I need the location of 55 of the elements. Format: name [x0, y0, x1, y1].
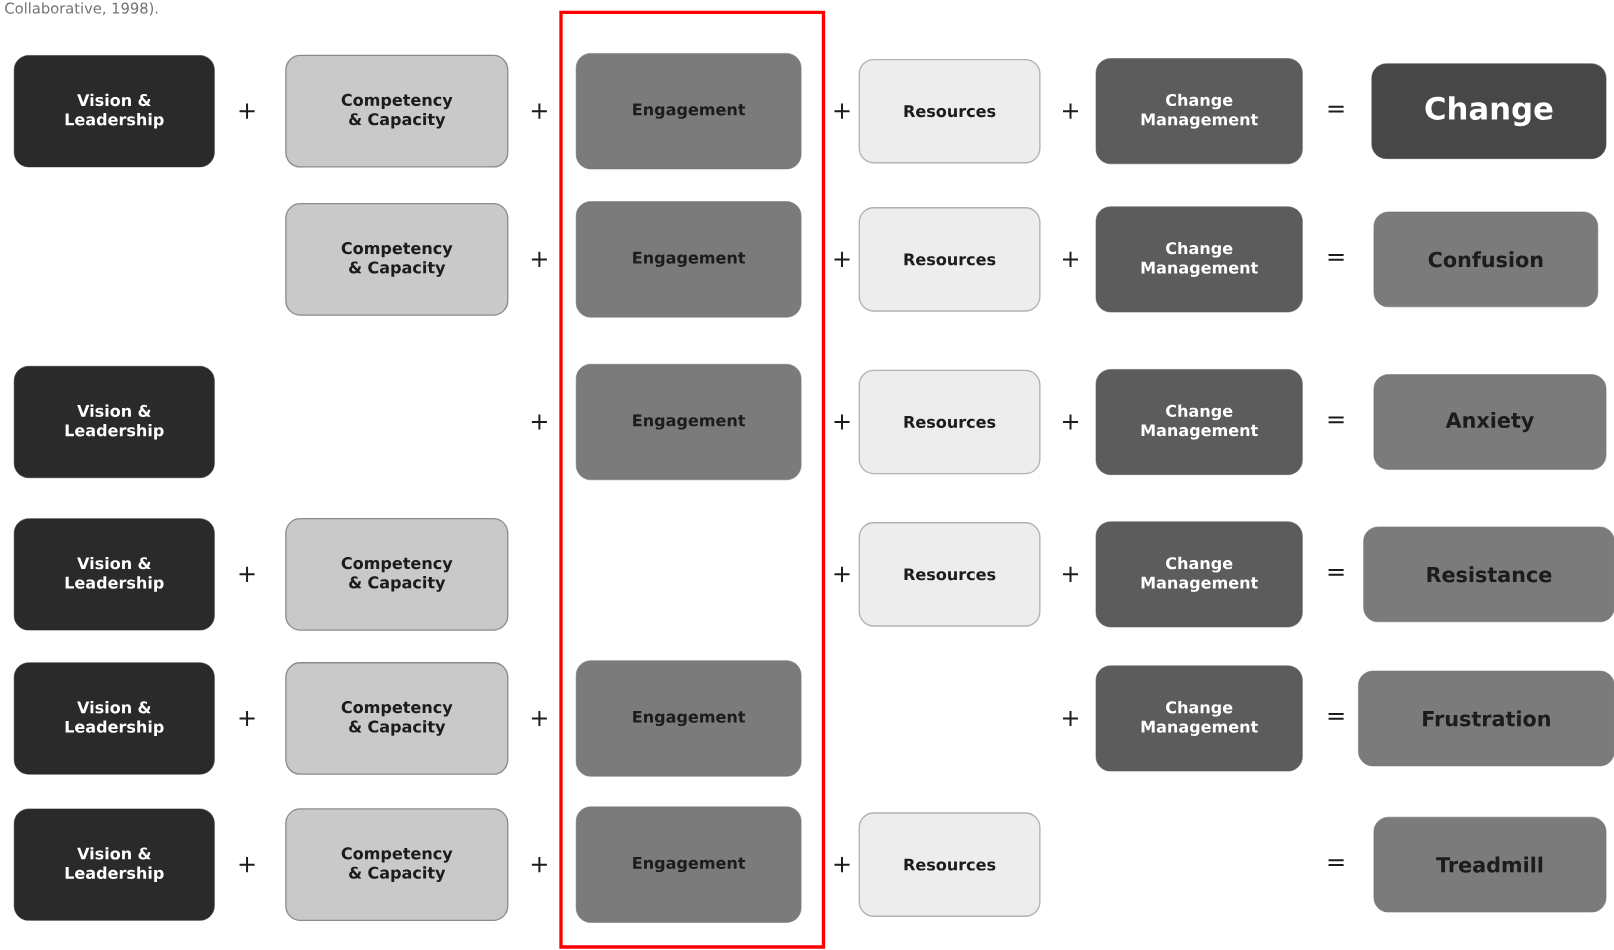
- competency-box: Competency & Capacity: [285, 808, 509, 921]
- result-box: Frustration: [1358, 670, 1614, 767]
- result-box: Confusion: [1373, 211, 1599, 308]
- resources-box: Resources: [858, 207, 1041, 312]
- citation-text: Collaborative, 1998).: [5, 2, 158, 16]
- plus-sign: +: [834, 414, 850, 430]
- resources-box: Resources: [858, 369, 1041, 475]
- plus-sign: +: [531, 251, 547, 267]
- competency-box: Competency & Capacity: [285, 202, 509, 316]
- vision-box: Vision & Leadership: [13, 808, 215, 921]
- result-box: Change: [1371, 63, 1607, 159]
- change-management-box: Change Management: [1095, 369, 1303, 475]
- vision-box: Vision & Leadership: [13, 518, 215, 631]
- competency-box: Competency & Capacity: [285, 662, 509, 775]
- plus-sign: +: [834, 103, 850, 119]
- vision-box: Vision & Leadership: [13, 662, 215, 775]
- equals-sign: =: [1328, 416, 1344, 424]
- plus-sign: +: [1063, 414, 1079, 430]
- result-box: Treadmill: [1373, 816, 1607, 913]
- change-management-box: Change Management: [1095, 206, 1303, 313]
- engagement-box: Engagement: [575, 201, 802, 318]
- resources-box: Resources: [858, 58, 1041, 164]
- change-management-box: Change Management: [1095, 58, 1303, 165]
- plus-sign: +: [239, 857, 255, 873]
- resources-box: Resources: [858, 522, 1041, 627]
- engagement-box: Engagement: [575, 660, 802, 777]
- engagement-box: Engagement: [575, 53, 802, 170]
- equals-sign: =: [1328, 253, 1344, 261]
- competency-box: Competency & Capacity: [285, 54, 509, 168]
- change-management-box: Change Management: [1095, 665, 1303, 772]
- plus-sign: +: [834, 857, 850, 873]
- plus-sign: +: [239, 103, 255, 119]
- vision-box: Vision & Leadership: [13, 366, 215, 478]
- change-management-box: Change Management: [1095, 521, 1303, 628]
- equals-sign: =: [1328, 859, 1344, 866]
- engagement-box: Engagement: [575, 806, 802, 923]
- plus-sign: +: [834, 251, 850, 267]
- plus-sign: +: [531, 103, 547, 119]
- plus-sign: +: [239, 710, 255, 726]
- equals-sign: =: [1328, 568, 1344, 576]
- plus-sign: +: [531, 414, 547, 430]
- resources-box: Resources: [858, 812, 1041, 917]
- plus-sign: +: [531, 710, 547, 726]
- plus-sign: +: [531, 857, 547, 873]
- vision-box: Vision & Leadership: [13, 55, 215, 168]
- plus-sign: +: [239, 566, 255, 582]
- competency-box: Competency & Capacity: [285, 517, 509, 631]
- plus-sign: +: [1063, 566, 1079, 582]
- engagement-box: Engagement: [575, 363, 802, 481]
- result-box: Resistance: [1363, 526, 1614, 623]
- equals-sign: =: [1328, 713, 1344, 720]
- plus-sign: +: [1063, 103, 1079, 119]
- result-box: Anxiety: [1373, 374, 1607, 470]
- equals-sign: =: [1328, 105, 1344, 113]
- plus-sign: +: [1063, 251, 1079, 267]
